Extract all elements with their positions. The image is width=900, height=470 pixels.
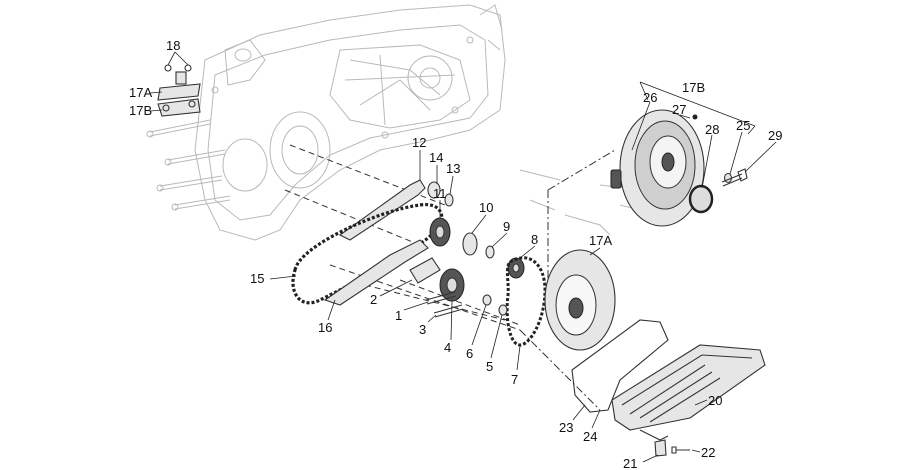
callout-25: 24 xyxy=(583,429,597,444)
callout-26: 25 xyxy=(736,118,750,133)
callout-18: 17A xyxy=(129,85,152,100)
plug-22 xyxy=(654,439,667,457)
callout-17B: 17B xyxy=(682,80,705,95)
chain-guide-12 xyxy=(338,179,426,241)
callout-2: 2 xyxy=(370,292,377,307)
washer-10 xyxy=(462,232,478,256)
callout-20: 18 xyxy=(166,38,180,53)
gear-4 xyxy=(439,268,465,302)
callout-8: 8 xyxy=(531,232,538,247)
callout-16: 16 xyxy=(318,320,332,335)
callout-17A: 17A xyxy=(589,233,612,248)
callout-22: 21 xyxy=(623,456,637,470)
callout-3: 3 xyxy=(419,322,426,337)
engine-crankcase-outline xyxy=(146,4,661,241)
callout-4: 4 xyxy=(444,340,451,355)
bolt-30 xyxy=(721,168,748,187)
callout-24: 23 xyxy=(559,420,573,435)
callout-28: 27 xyxy=(672,102,686,117)
callout-23: 22 xyxy=(701,445,715,460)
callout-5: 5 xyxy=(486,359,493,374)
callout-12: 12 xyxy=(412,135,426,150)
callout-30: 29 xyxy=(768,128,782,143)
bolts-1-3 xyxy=(425,291,464,318)
leader-lines xyxy=(269,101,777,463)
seal-ring-29 xyxy=(688,184,714,214)
oil-pan-21 xyxy=(611,344,766,441)
screw-23 xyxy=(671,446,690,454)
callout-29: 28 xyxy=(705,122,719,137)
callout-9: 9 xyxy=(503,219,510,234)
pulley-17A xyxy=(544,249,616,351)
callout-7: 7 xyxy=(511,372,518,387)
timing-chain-7 xyxy=(505,256,547,347)
callout-11: 11 xyxy=(433,186,447,201)
callout-14: 14 xyxy=(429,150,443,165)
callout-27: 26 xyxy=(643,90,657,105)
callout-19: 17B xyxy=(129,103,152,118)
callout-21: 20 xyxy=(708,393,722,408)
cover-assembly-17B xyxy=(610,109,705,227)
nut-5 xyxy=(498,304,508,316)
sprocket-washer-group xyxy=(427,181,454,207)
callout-13: 13 xyxy=(446,161,460,176)
chain-tensioner-assembly xyxy=(149,51,201,117)
gasket-24 xyxy=(571,319,669,413)
callout-1: 1 xyxy=(395,308,402,323)
washer-6 xyxy=(482,294,492,306)
sprocket-11 xyxy=(429,217,451,247)
washer-9 xyxy=(485,245,495,259)
callout-labels: 18 17A 17B 12 14 13 11 10 9 8 17A 15 2 1… xyxy=(129,38,782,470)
callout-10: 10 xyxy=(479,200,493,215)
chain-slipper-16 xyxy=(323,239,429,306)
plate-2 xyxy=(409,257,441,284)
callout-6: 6 xyxy=(466,346,473,361)
callout-15: 15 xyxy=(250,271,264,286)
